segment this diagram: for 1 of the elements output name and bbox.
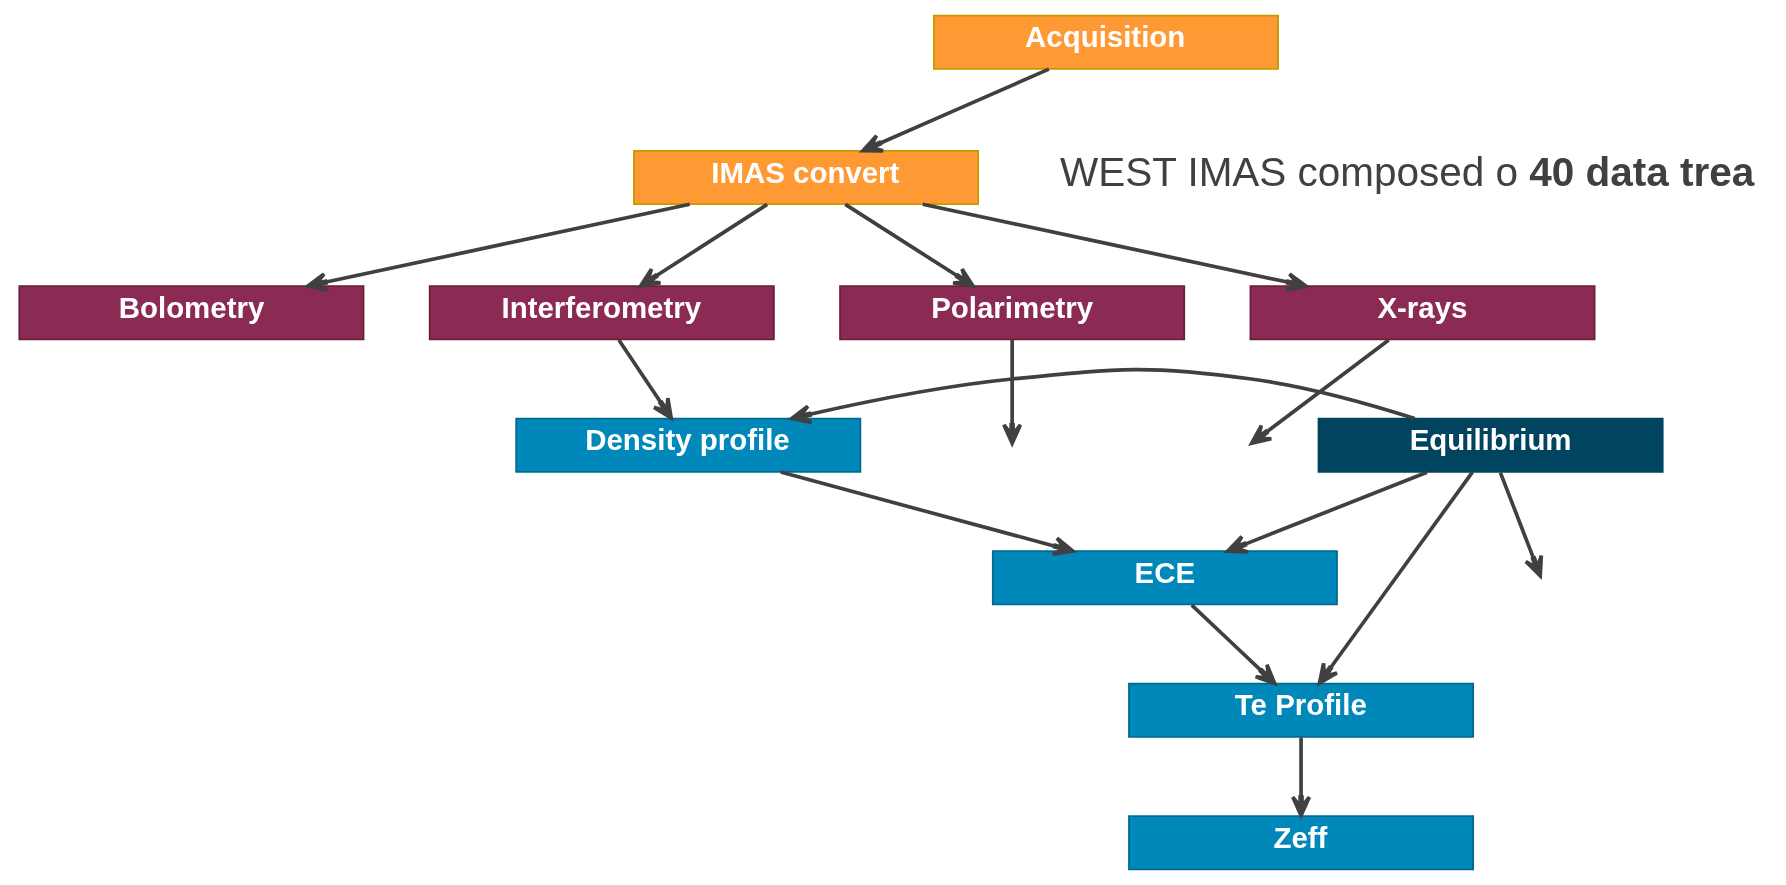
label: WEST IMAS composed o 40 data trea [1060, 148, 1755, 195]
